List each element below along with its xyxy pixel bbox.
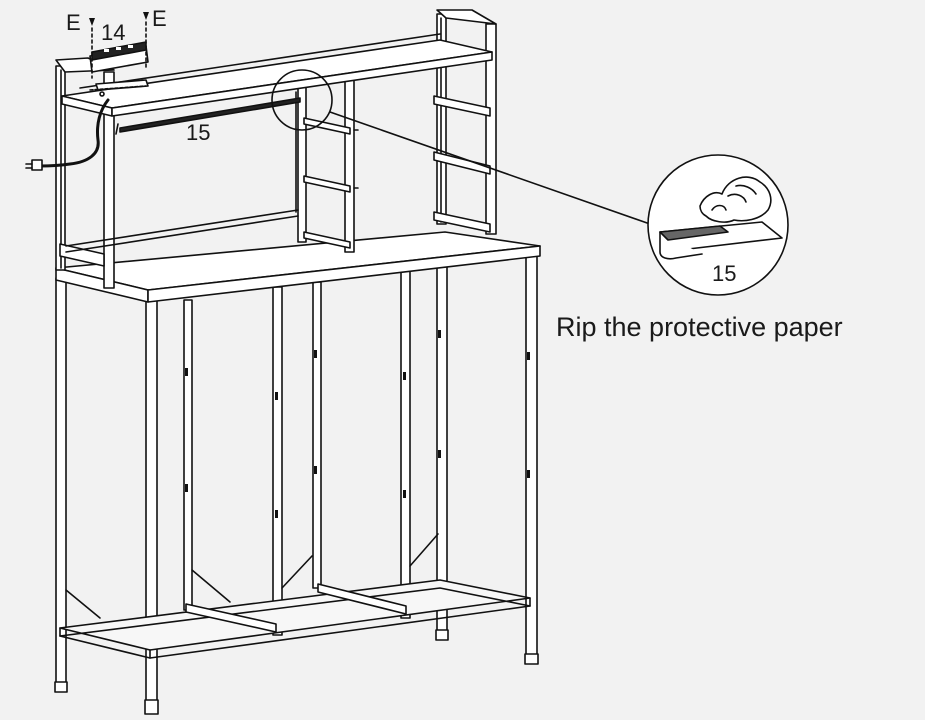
divider-post-2 [272, 286, 283, 636]
detail-part-label: 15 [712, 261, 736, 286]
divider-post-3 [312, 281, 322, 589]
power-strip-part-label: 14 [101, 20, 125, 45]
middle-ladder-left [297, 85, 307, 243]
detail-magnifier [647, 154, 789, 296]
led-strip [115, 97, 301, 135]
divider-post-1 [183, 299, 193, 611]
power-plug-icon [31, 159, 43, 171]
led-strip-part-label: 15 [186, 120, 210, 145]
back-right-leg [436, 257, 448, 635]
instruction-text: Rip the protective paper [556, 312, 843, 342]
middle-ladder-right [344, 79, 355, 253]
hutch-left-front-post [103, 71, 115, 289]
front-right-leg [525, 249, 538, 657]
lower-frame [54, 249, 539, 715]
screw-label-right: E [152, 6, 167, 31]
upper-hutch [55, 9, 497, 289]
power-cord [38, 98, 110, 168]
power-strip [89, 12, 149, 97]
back-left-leg [55, 277, 67, 685]
callout-leader-line [329, 111, 651, 225]
hand-peeling-icon [699, 176, 772, 223]
desktop-board [55, 231, 541, 303]
divider-post-4 [400, 267, 411, 619]
highlight-circle [271, 69, 333, 131]
screw-label-left: E [66, 10, 81, 35]
